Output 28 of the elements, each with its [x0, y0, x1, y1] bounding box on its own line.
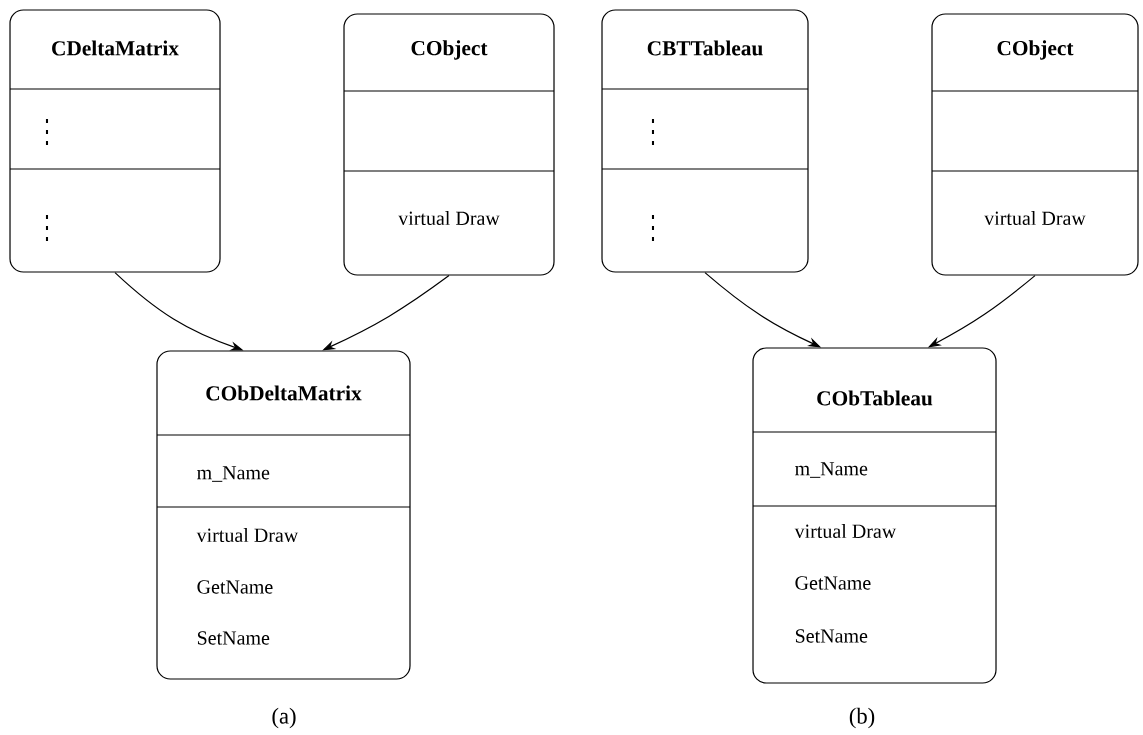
attribute-name: m_Name — [795, 462, 868, 478]
class-box — [931, 13, 1139, 276]
ellipsis: ⋮ — [45, 215, 49, 241]
class-box — [343, 13, 555, 276]
class-name: CDeltaMatrix — [52, 40, 179, 56]
ellipsis: ⋮ — [651, 215, 655, 241]
class-name: CObTableau — [817, 390, 933, 406]
method-name: virtual Draw — [398, 210, 500, 226]
class-box — [601, 9, 809, 273]
class-box — [156, 350, 411, 680]
subfigure-label: (b) — [849, 707, 875, 729]
attribute-name: m_Name — [197, 466, 270, 482]
class-name: CObject — [411, 40, 488, 60]
method-name: SetName — [795, 629, 868, 643]
ellipsis: ⋮ — [651, 119, 655, 145]
subfigure-label: (a) — [272, 707, 296, 729]
method-name: virtual Draw — [794, 523, 897, 538]
class-name: CObject — [997, 40, 1074, 60]
ellipsis: ⋮ — [45, 119, 49, 145]
class-name: CBTTableau — [647, 40, 763, 56]
class-box — [752, 347, 997, 684]
method-name: GetName — [197, 580, 273, 594]
class-name: CObDeltaMatrix — [206, 385, 362, 401]
method-name: SetName — [197, 631, 270, 645]
method-name: GetName — [795, 576, 871, 590]
class-box — [9, 9, 221, 273]
method-name: virtual Draw — [196, 527, 299, 542]
method-name: virtual Draw — [984, 210, 1086, 226]
